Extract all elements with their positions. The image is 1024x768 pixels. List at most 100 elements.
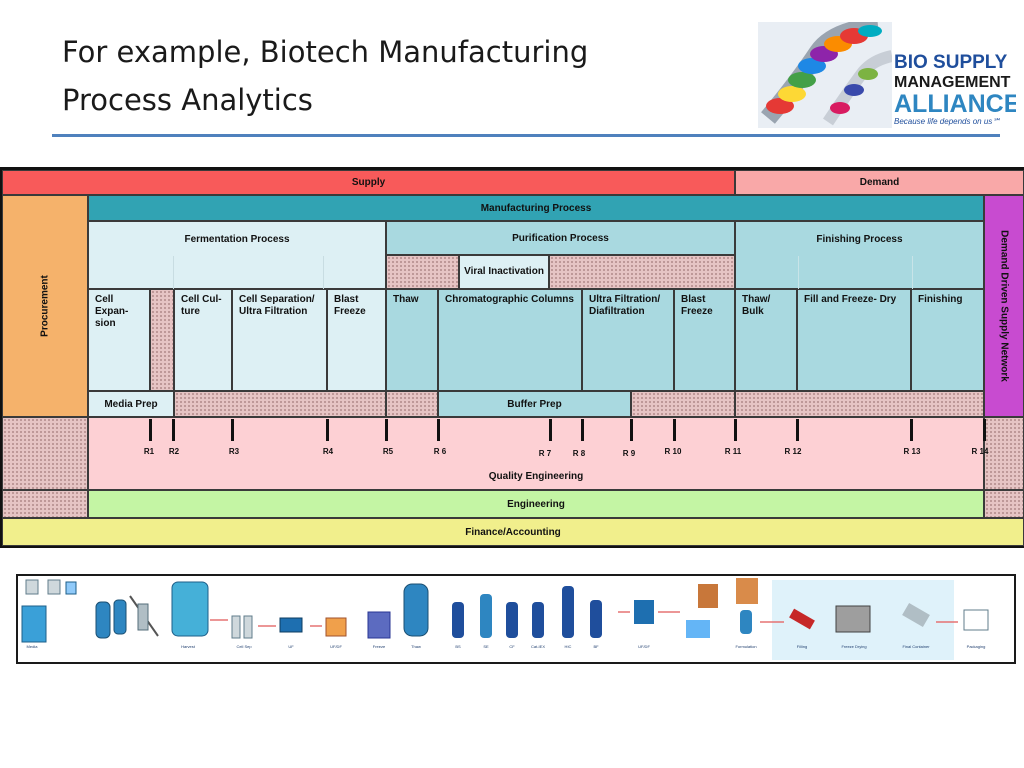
process-label: BF <box>593 644 599 649</box>
process-label: Freeze Drying <box>841 644 867 649</box>
release-tick <box>983 419 986 441</box>
release-tick <box>437 419 440 441</box>
release-point-label: R5 <box>382 447 394 456</box>
hatched-gap <box>386 255 459 289</box>
buffer-prep: Buffer Prep <box>438 391 631 417</box>
process-label: CF <box>509 644 515 649</box>
release-tick <box>385 419 388 441</box>
process-label: UF/DF <box>330 644 342 649</box>
release-tick <box>796 419 799 441</box>
demand-network-label: Demand Driven Supply Network <box>998 230 1010 382</box>
hatched-gap <box>2 417 88 490</box>
fermentation-subdivider <box>173 256 174 290</box>
finishing-subdivider <box>798 256 799 290</box>
quality-engineering-band: Quality Engineering <box>88 417 984 490</box>
release-point-label: R2 <box>168 447 180 456</box>
hatched-gap <box>2 490 88 518</box>
logo-text-line-2: MANAGEMENT <box>894 74 1011 91</box>
step-cell-separation: Cell Separation/ Ultra Filtration <box>232 289 327 391</box>
release-tick <box>910 419 913 441</box>
slide-title-line-2: Process Analytics <box>62 83 313 117</box>
release-tick <box>326 419 329 441</box>
supply-chain-diagram: Supply Demand Procurement Manufacturing … <box>0 167 1024 548</box>
process-label: Packaging <box>966 644 986 649</box>
demand-driven-network-column: Demand Driven Supply Network <box>984 195 1024 417</box>
logo-tagline: Because life depends on us℠ <box>894 117 1001 126</box>
dna-helix-logo-art <box>758 22 892 128</box>
logo-text-line-1: BIO SUPPLY <box>894 52 1008 73</box>
process-label: Harvest <box>181 644 195 649</box>
engineering-band: Engineering <box>88 490 984 518</box>
step-chromatographic-columns: Chromatographic Columns <box>438 289 582 391</box>
fermentation-process-label: Fermentation Process <box>184 233 290 245</box>
process-label: SE <box>483 644 489 649</box>
quality-engineering-label: Quality Engineering <box>488 470 584 482</box>
slide-title-line-1: For example, Biotech Manufacturing <box>62 35 589 69</box>
process-label: Filling <box>796 644 808 649</box>
fermentation-subdivider <box>323 256 324 290</box>
step-finishing: Finishing <box>911 289 984 391</box>
hatched-gap <box>549 255 735 289</box>
release-point-label: R 8 <box>572 449 586 458</box>
slide-title: For example, Biotech Manufacturing Proce… <box>62 28 722 124</box>
step-thaw: Thaw <box>386 289 438 391</box>
step-blast-freeze-2: Blast Freeze <box>674 289 735 391</box>
finishing-subdivider <box>912 256 913 290</box>
hatched-gap <box>150 289 174 391</box>
release-point-label: R 12 <box>784 447 802 456</box>
hatched-gap <box>631 391 735 417</box>
release-tick <box>231 419 234 441</box>
process-label: Cell Sep <box>236 644 252 649</box>
fermentation-process-block: Fermentation Process <box>88 221 386 290</box>
demand-header: Demand <box>735 170 1024 195</box>
hatched-gap <box>386 391 438 417</box>
supply-header: Supply <box>2 170 735 195</box>
procurement-column: Procurement <box>2 195 88 417</box>
step-cell-culture: Cell Cul- ture <box>174 289 232 391</box>
finance-accounting-band: Finance/Accounting <box>2 518 1024 546</box>
hatched-gap <box>735 391 984 417</box>
release-tick <box>581 419 584 441</box>
step-cell-expansion: Cell Expan- sion <box>88 289 150 391</box>
release-tick <box>549 419 552 441</box>
step-fill-freeze-dry: Fill and Freeze- Dry <box>797 289 911 391</box>
process-flow-illustration: Media Harvest Cell Sep UF UF/DF Freeze T… <box>16 574 1016 664</box>
release-tick <box>149 419 152 441</box>
release-point-label: R3 <box>228 447 240 456</box>
process-label: Formulation <box>735 644 757 649</box>
hatched-gap <box>174 391 386 417</box>
manufacturing-process-header: Manufacturing Process <box>88 195 984 221</box>
process-equipment-drawing <box>21 578 989 643</box>
logo-text-line-3: ALLIANCE <box>894 90 1016 118</box>
process-label: Media <box>26 644 38 649</box>
release-point-label: R 9 <box>622 449 636 458</box>
finishing-process-label: Finishing Process <box>816 233 903 245</box>
process-label: BS <box>455 644 461 649</box>
release-point-label: R4 <box>322 447 334 456</box>
media-prep: Media Prep <box>88 391 174 417</box>
process-label: Final Container <box>902 644 930 649</box>
step-thaw-bulk: Thaw/ Bulk <box>735 289 797 391</box>
step-ultra-filtration: Ultra Filtration/ Diafiltration <box>582 289 674 391</box>
process-label: HIC <box>564 644 572 649</box>
release-point-label: R 10 <box>664 447 682 456</box>
release-point-label: R1 <box>143 447 155 456</box>
step-blast-freeze-1: Blast Freeze <box>327 289 386 391</box>
release-point-label: R 14 <box>971 447 989 456</box>
finishing-process-block: Finishing Process <box>735 221 984 290</box>
release-tick <box>630 419 633 441</box>
process-label: Thaw <box>411 644 421 649</box>
release-point-label: R 6 <box>433 447 447 456</box>
process-label: UF <box>288 644 294 649</box>
hatched-gap <box>984 417 1024 490</box>
release-tick <box>734 419 737 441</box>
process-label: UF/DF <box>638 644 650 649</box>
release-point-label: R 13 <box>903 447 921 456</box>
title-divider <box>52 134 1000 137</box>
bio-supply-logo: BIO SUPPLY MANAGEMENT ALLIANCE Because l… <box>758 22 1016 128</box>
release-tick <box>673 419 676 441</box>
process-label: Cat-IEX <box>530 644 546 649</box>
release-tick <box>172 419 175 441</box>
purification-process-header: Purification Process <box>386 221 735 255</box>
release-point-label: R 7 <box>538 449 552 458</box>
